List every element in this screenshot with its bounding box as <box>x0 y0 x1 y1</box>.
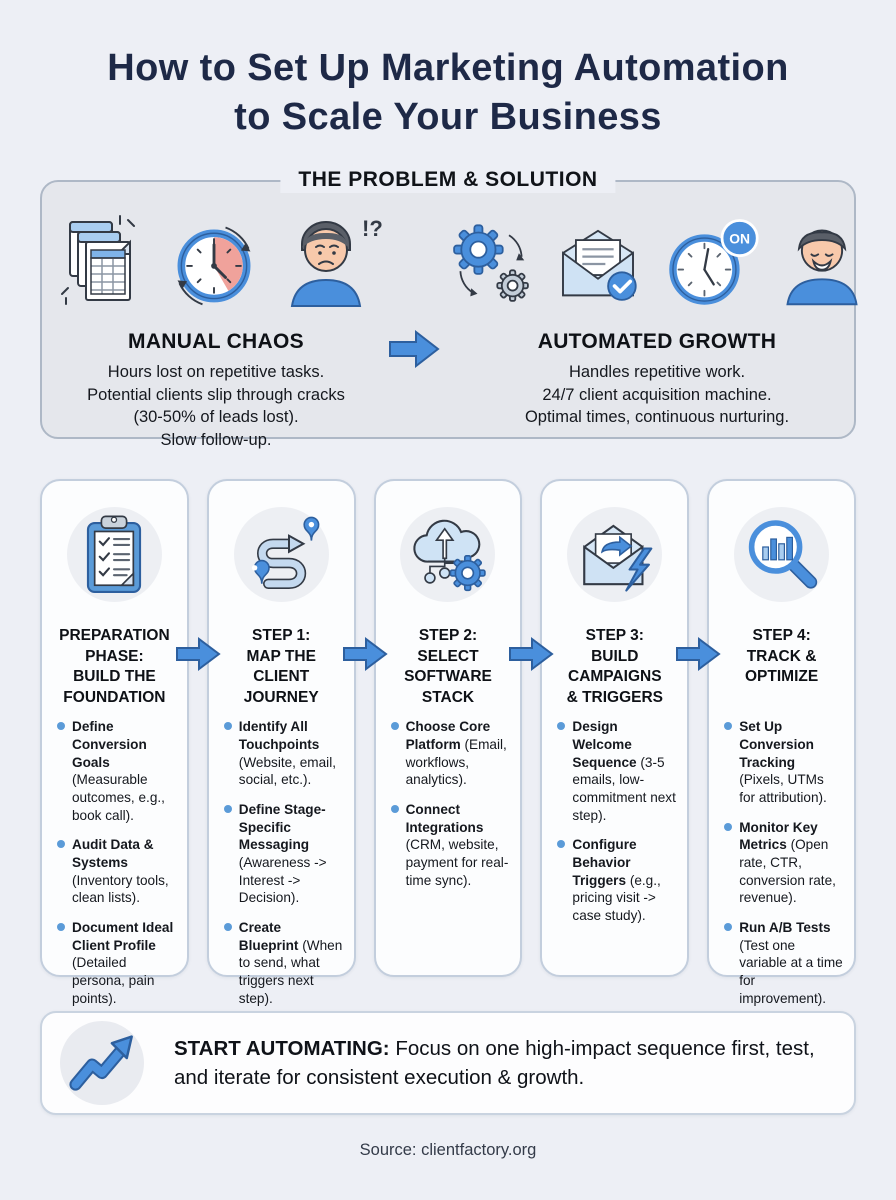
bullet-item: Define Stage-Specific Messaging (Awarene… <box>223 801 343 907</box>
bullet-dot-icon <box>390 722 399 731</box>
bullet-item: Define Conversion Goals (Measurable outc… <box>57 718 176 824</box>
clock-on-icon: ON <box>669 219 759 305</box>
bullet-item: Design Welcome Sequence (3-5 emails, low… <box>557 718 676 824</box>
bullet-item: Connect Integrations (CRM, website, paym… <box>390 801 510 889</box>
bullet-dot-icon <box>57 922 65 931</box>
callout-body: Focus on one high-impact sequence first,… <box>174 1037 815 1090</box>
alert-glyph: !? <box>362 216 382 241</box>
bullet-dot-icon <box>223 804 232 813</box>
bullet-item: Create Blueprint (When to send, what tri… <box>223 919 343 1007</box>
bullet-item: Run A/B Tests (Test one variable at a ti… <box>724 919 843 1007</box>
bullet-item: Choose Core Platform (Email, workflows, … <box>390 718 510 789</box>
card-step-3: STEP 3:BUILD CAMPAIGNS& TRIGGERS Design … <box>540 479 690 978</box>
bullet-dot-icon <box>557 722 566 731</box>
callout-lead: START AUTOMATING: <box>174 1037 390 1061</box>
deadline-clock-icon <box>177 226 251 306</box>
magnifier-chart-icon <box>748 519 817 589</box>
problem-solution-box <box>40 180 856 440</box>
solution-half: ON AUTOMATED GROWTH Handles repetitive w… <box>446 210 868 428</box>
happy-person-icon <box>786 229 858 306</box>
email-bolt-icon <box>583 524 653 592</box>
bullet-dot-icon <box>57 840 65 849</box>
card-title: STEP 4:TRACK & OPTIMIZE <box>744 627 819 686</box>
bullet-item: Identify All Touchpoints (Website, email… <box>223 718 343 789</box>
callout-text: START AUTOMATING: Focus on one high-impa… <box>174 1034 828 1092</box>
start-automating-callout: START AUTOMATING: Focus on one high-impa… <box>40 1011 856 1116</box>
cloud-gear-icon <box>413 519 486 591</box>
solution-heading: AUTOMATED GROWTH <box>537 330 777 354</box>
problem-to-solution-arrow-icon <box>382 330 446 369</box>
problem-solution-section: THE PROBLEM & SOLUTION <box>40 167 858 449</box>
step-arrow-icon <box>342 637 388 672</box>
bullet-dot-icon <box>57 722 65 731</box>
source-credit: Source: clientfactory.org <box>359 1141 537 1160</box>
solution-text: Handles repetitive work. 24/7 client acq… <box>524 363 790 427</box>
page-title-line2: to Scale Your Business <box>234 95 662 138</box>
trend-up-arrow-icon <box>69 1035 133 1091</box>
page-title-line1: How to Set Up Marketing Automation <box>107 47 789 89</box>
step-arrow-icon <box>175 637 221 672</box>
problem-half: !? MANUAL CHAOS Hours lost on repetitive… <box>50 210 382 451</box>
bullet-dot-icon <box>724 822 733 831</box>
bullet-item: Set Up Conversion Tracking (Pixels, UTMs… <box>724 718 843 806</box>
bullet-dot-icon <box>724 722 733 731</box>
page-title: How to Set Up Marketing Automation to Sc… <box>0 0 896 141</box>
problem-text: Hours lost on repetitive tasks. Potentia… <box>87 363 345 449</box>
bullet-dot-icon <box>223 922 232 931</box>
email-check-icon <box>562 230 637 302</box>
section-title: THE PROBLEM & SOLUTION <box>280 167 616 194</box>
route-map-icon <box>252 516 320 589</box>
bullet-item: Configure Behavior Triggers (e.g., prici… <box>557 836 676 924</box>
card-step-4: STEP 4:TRACK & OPTIMIZE Set Up Conversio… <box>707 479 856 1006</box>
bullet-dot-icon <box>724 922 733 931</box>
bullet-dot-icon <box>223 722 232 731</box>
bullet-item: Monitor Key Metrics (Open rate, CTR, con… <box>724 819 843 907</box>
step-arrow-icon <box>675 637 721 672</box>
clipboard-checklist-icon <box>87 515 142 593</box>
step-arrow-icon <box>508 637 555 672</box>
spreadsheet-stack-icon <box>61 215 135 306</box>
card-title: STEP 3:BUILD CAMPAIGNS& TRIGGERS <box>566 627 664 706</box>
bullet-item: Document Ideal Client Profile (Detailed … <box>57 919 176 1007</box>
problem-heading: MANUAL CHAOS <box>128 330 304 354</box>
bullet-dot-icon <box>390 804 399 813</box>
bullet-item: Audit Data & Systems (Inventory tools, c… <box>57 836 176 907</box>
stressed-person-icon: !? <box>290 216 382 308</box>
bullet-dot-icon <box>557 840 566 849</box>
on-badge: ON <box>729 231 750 247</box>
gears-sync-icon <box>453 224 529 303</box>
